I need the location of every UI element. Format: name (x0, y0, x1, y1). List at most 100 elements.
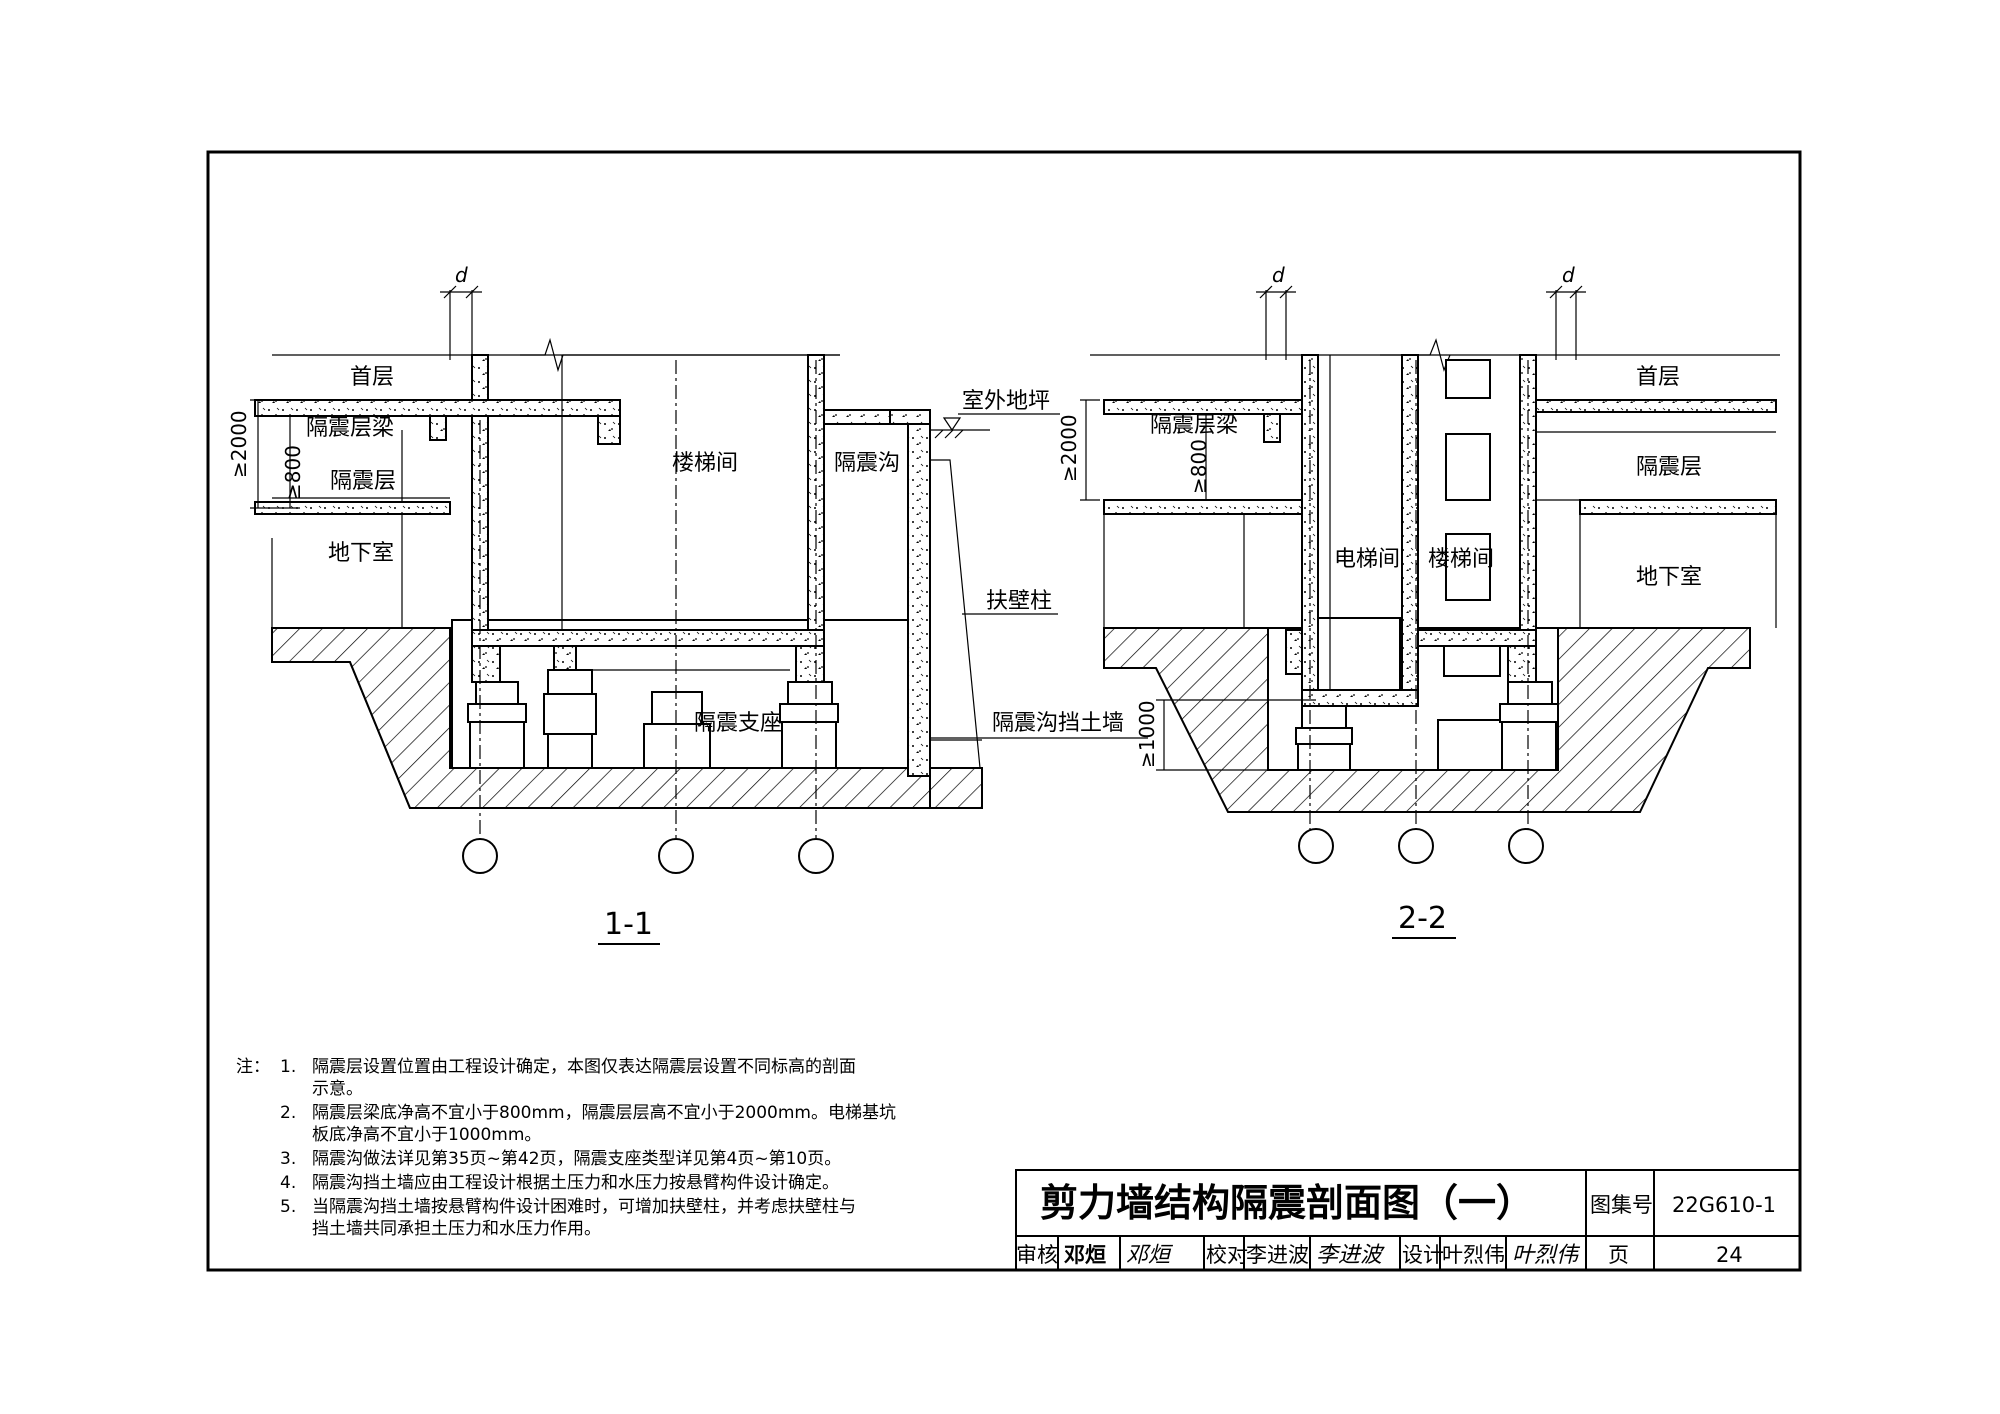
outdoor-grade-mark-1-c (934, 429, 964, 439)
dim-d-right-2: d (1562, 263, 1575, 287)
section-label-1-1: 1-1 (604, 907, 653, 942)
notes-prefix: 注： (236, 1057, 270, 1077)
stair-opening-2 (1445, 359, 1491, 399)
label-retaining-wall-1: 隔震沟挡土墙 (992, 711, 1124, 736)
outdoor-grade-mark-1-b (942, 417, 962, 432)
designer-signature: 叶烈伟 (1512, 1243, 1581, 1268)
axis-bubble-a-2[interactable] (1298, 828, 1334, 864)
label-outdoor-ground-1: 室外地坪 (962, 389, 1050, 414)
isolation-beam-down-1 (429, 415, 447, 441)
label-basement-2: 地下室 (1636, 565, 1702, 590)
axis-bubble-c-1[interactable] (798, 838, 834, 874)
break-line-1 (520, 337, 840, 373)
atlas-no-label: 图集号 (1590, 1193, 1653, 1217)
note-4-num: 4. (280, 1173, 296, 1193)
isolation-beam-down-1-b (597, 415, 621, 445)
label-basement-1: 地下室 (328, 541, 394, 566)
page-label: 页 (1608, 1243, 1629, 1267)
core-beam-b-1 (553, 645, 577, 671)
stair-opening-2-b (1445, 433, 1491, 501)
label-isolation-trench-1: 隔震沟 (834, 451, 900, 476)
reviewer-name: 邓烜 (1064, 1243, 1106, 1267)
reviewer-signature: 邓烜 (1126, 1243, 1174, 1268)
designer-name: 叶烈伟 (1442, 1243, 1505, 1267)
section-2-2: d d ≥2000 ≥800 ≥1000 首层 隔震层梁 隔震层 地下室 电梯间… (1057, 263, 1780, 939)
beam-2-b (1507, 645, 1537, 683)
note-3-num: 3. (280, 1149, 296, 1169)
notes: 注： 1. 隔震层设置位置由工程设计确定，本图仅表达隔震层设置不同标高的剖面 示… (236, 1057, 896, 1239)
label-isolation-bearing-1: 隔震支座 (694, 711, 782, 736)
stair-bottom-slab-2[interactable] (1417, 629, 1537, 647)
axis-bubble-c-2[interactable] (1508, 828, 1544, 864)
buttress-column-1 (930, 459, 981, 769)
dim-d-line-1-d (443, 285, 457, 299)
checker-name: 李进波 (1246, 1243, 1309, 1267)
basement-slab-right-2[interactable] (1579, 499, 1777, 515)
isolation-bearings-2[interactable] (1295, 645, 1559, 771)
core-beam-c-1 (795, 645, 825, 683)
label-isolation-beam-1: 隔震层梁 (306, 416, 394, 441)
note-1-line-2: 示意。 (312, 1079, 363, 1099)
note-5-line-1: 当隔震沟挡土墙按悬臂构件设计困难时，可增加扶壁柱，并考虑扶壁柱与 (312, 1197, 856, 1217)
isolation-beam-slab-1[interactable] (254, 399, 621, 417)
dim-d-line-2-j (1569, 285, 1583, 299)
label-first-floor-1: 首层 (350, 365, 394, 390)
drawing-title: 剪力墙结构隔震剖面图（一） (1040, 1181, 1534, 1225)
axis-bubble-b-2[interactable] (1398, 828, 1434, 864)
label-first-floor-2: 首层 (1636, 365, 1680, 390)
label-isolation-layer-1: 隔震层 (330, 469, 396, 494)
note-2-line-1: 隔震层梁底净高不宜小于800mm，隔震层层高不宜小于2000mm。电梯基坑 (312, 1103, 896, 1123)
beam-2 (1285, 629, 1303, 675)
axis-bubble-a-1[interactable] (462, 838, 498, 874)
axis-bubble-b-1[interactable] (658, 838, 694, 874)
label-stairwell-1: 楼梯间 (672, 451, 738, 476)
atlas-no: 22G610-1 (1672, 1193, 1776, 1217)
stair-opening-2-c (1445, 533, 1491, 601)
check-label: 校对 (1206, 1243, 1248, 1267)
page-number: 24 (1716, 1243, 1743, 1267)
trench-cover-slab-1-b (889, 409, 931, 425)
dim-d-left-2: d (1272, 263, 1285, 287)
dim-2000-2: ≥2000 (1057, 414, 1081, 482)
dim-800-2: ≥800 (1187, 439, 1211, 494)
note-4-line-1: 隔震沟挡土墙应由工程设计根据土压力和水压力按悬臂构件设计确定。 (312, 1173, 839, 1193)
dim-800-1: ≥800 (281, 445, 305, 500)
label-isolation-beam-2: 隔震层梁 (1150, 413, 1238, 438)
note-5-num: 5. (280, 1197, 296, 1217)
dim-d-line-2-e (1279, 285, 1293, 299)
note-2-line-2: 板底净高不宜小于1000mm。 (312, 1125, 541, 1145)
section-1-1: d ≥2000 ≥800 首层 隔震层梁 隔震层 地下室 楼梯间 隔震沟 室外地… (227, 263, 1148, 945)
label-stairwell-2: 楼梯间 (1428, 547, 1494, 572)
isolation-slab-right-2[interactable] (1535, 399, 1777, 413)
dim-d-line-2-d (1259, 285, 1273, 299)
note-3-line-1: 隔震沟做法详见第35页~第42页，隔震支座类型详见第4页~第10页。 (312, 1149, 841, 1169)
elevator-pit-slab-2[interactable] (1301, 689, 1419, 707)
title-block-outer (1015, 1169, 1801, 1271)
core-bottom-slab-1[interactable] (471, 629, 825, 647)
label-isolation-layer-2: 隔震层 (1636, 455, 1702, 480)
dim-d-line-2-i (1549, 285, 1563, 299)
label-buttress-column-1: 扶壁柱 (986, 589, 1052, 614)
review-label: 审核 (1016, 1243, 1058, 1267)
retaining-wall-1[interactable] (907, 423, 931, 777)
foundation-raft-1 (271, 627, 931, 809)
isolation-beam-down-2 (1263, 413, 1281, 443)
dim-d-1: d (455, 263, 468, 287)
section-label-2-2: 2-2 (1398, 901, 1447, 936)
design-label: 设计 (1402, 1243, 1444, 1267)
core-beam-a-1 (471, 645, 501, 683)
note-1-num: 1. (280, 1057, 296, 1077)
basement-slab-left-2[interactable] (1103, 499, 1303, 515)
label-elevator-shaft-2: 电梯间 (1334, 547, 1400, 572)
note-2-num: 2. (280, 1103, 296, 1123)
title-block: 剪力墙结构隔震剖面图（一） 图集号 22G610-1 审核 邓烜 邓烜 校对 李… (1015, 1169, 1801, 1271)
sheet-border (206, 150, 1802, 1272)
dim-d-line-1-e (465, 285, 479, 299)
note-1-line-1: 隔震层设置位置由工程设计确定，本图仅表达隔震层设置不同标高的剖面 (312, 1057, 856, 1077)
isolation-beam-slab-2[interactable] (1103, 399, 1303, 415)
checker-signature: 李进波 (1316, 1243, 1385, 1268)
note-5-line-2: 挡土墙共同承担土压力和水压力作用。 (312, 1219, 601, 1239)
isolation-bearings-1[interactable] (467, 645, 839, 769)
dim-2000-1: ≥2000 (227, 410, 251, 478)
